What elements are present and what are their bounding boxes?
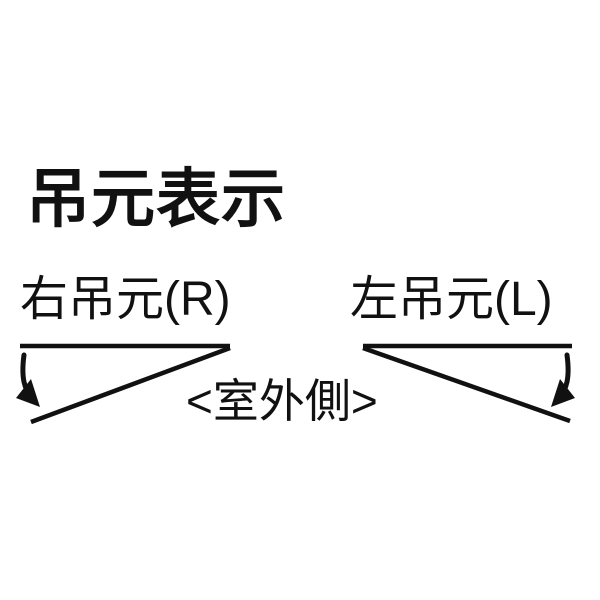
left-hinge-door-open-line	[362, 345, 571, 424]
right-hinge-swing-arrowhead-icon	[16, 379, 40, 407]
right-hinge-swing-glyph	[16, 343, 231, 425]
outdoor-side-label: <室外側>	[186, 375, 378, 427]
figure-title: 吊元表示	[26, 163, 286, 235]
left-hinge-swing-arrowhead-icon	[551, 379, 575, 407]
right-hinge-door-open-line	[30, 345, 231, 425]
left-hinge-label: 左吊元(L)	[350, 273, 553, 326]
right-hinge-label: 右吊元(R)	[20, 273, 231, 326]
left-hinge-swing-glyph	[362, 343, 575, 424]
